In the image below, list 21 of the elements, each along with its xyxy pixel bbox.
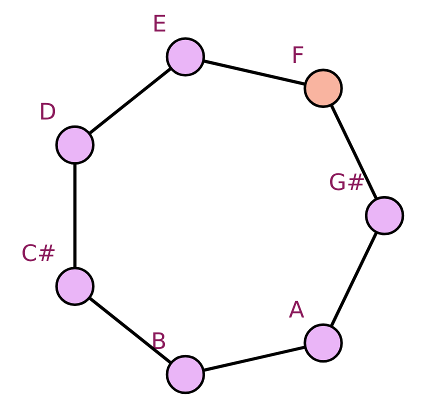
node-circle — [304, 323, 343, 363]
connector — [330, 104, 378, 200]
connector — [88, 67, 172, 135]
node-circle — [166, 354, 206, 394]
node-label: C# — [21, 240, 56, 267]
node-label: G# — [328, 170, 366, 196]
node-label: D — [38, 100, 56, 126]
node-label: A — [288, 298, 304, 324]
node-circle — [304, 68, 343, 108]
node-circle — [364, 196, 404, 236]
node-circle — [55, 266, 95, 306]
connector — [73, 163, 76, 268]
node-circle — [166, 37, 206, 76]
node-label: B — [150, 329, 167, 356]
connector — [203, 346, 306, 372]
node-label: F — [291, 42, 304, 69]
connector — [330, 232, 378, 328]
connector — [203, 59, 306, 86]
node-label: E — [152, 11, 167, 38]
node-circle — [55, 125, 95, 165]
connector — [88, 296, 172, 364]
